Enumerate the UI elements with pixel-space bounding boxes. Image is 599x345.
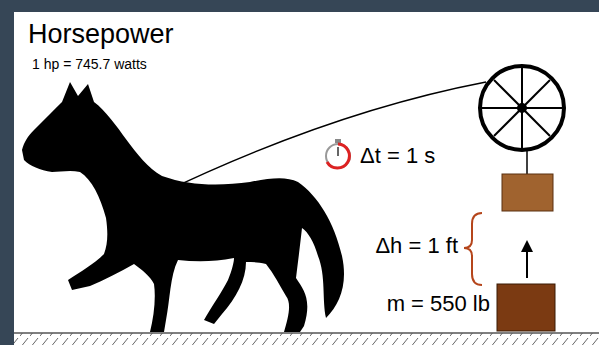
horse-silhouette — [22, 82, 344, 332]
subtitle: 1 hp = 745.7 watts — [32, 56, 147, 72]
height-label: Δh = 1 ft — [375, 233, 458, 258]
time-label: Δt = 1 s — [360, 143, 435, 168]
height-brace — [464, 213, 482, 285]
ground-hatching — [14, 333, 599, 345]
rope — [158, 82, 486, 195]
up-arrow — [521, 240, 533, 278]
pulley-wheel — [480, 66, 564, 150]
ground-line — [14, 332, 599, 334]
title: Horsepower — [28, 19, 174, 50]
raised-weight — [502, 174, 553, 211]
stopwatch-icon — [326, 139, 350, 168]
mass-label: m = 550 lb — [387, 291, 490, 316]
white-panel — [14, 12, 599, 345]
initial-weight — [497, 284, 555, 331]
